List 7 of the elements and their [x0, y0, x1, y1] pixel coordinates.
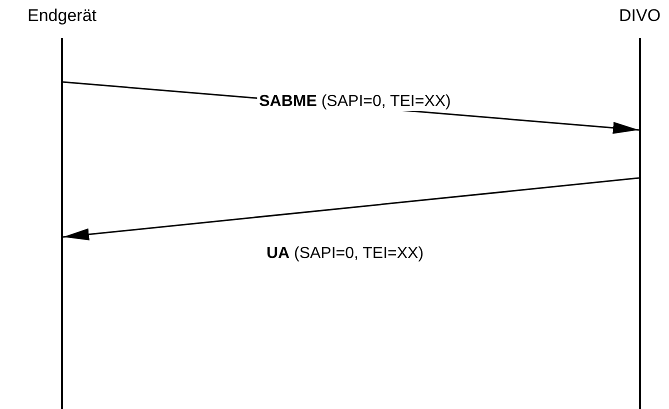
- lifeline: [619, 6, 661, 409]
- participant-label: Endgerät: [28, 6, 96, 26]
- message-arrow: [62, 177, 640, 240]
- participant-label: DIVO: [619, 6, 661, 26]
- lifeline: [28, 6, 96, 409]
- edge-label: UA (SAPI=0, TEI=XX): [264, 244, 426, 263]
- edge-label: SABME (SAPI=0, TEI=XX): [257, 92, 453, 111]
